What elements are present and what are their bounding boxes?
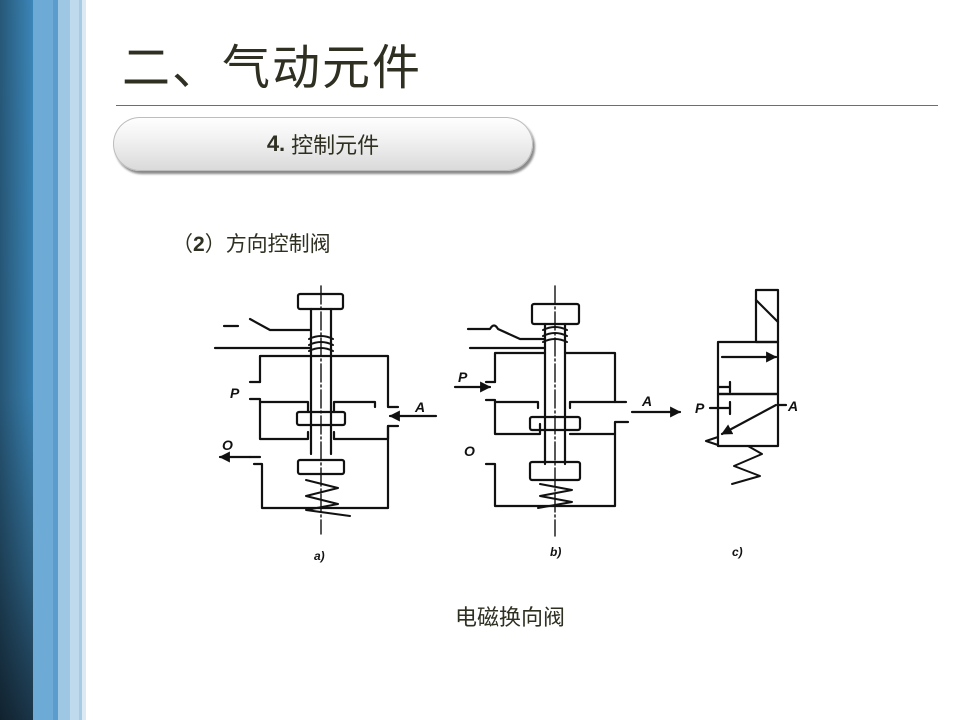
port-label-a: A bbox=[414, 399, 425, 415]
subheading: （2）方向控制阀 bbox=[172, 228, 331, 258]
panel-caption-b: b) bbox=[550, 545, 561, 559]
figure-caption: 电磁换向阀 bbox=[455, 606, 566, 631]
valve-diagram: P A O a) P A O b) bbox=[213, 285, 798, 563]
valve-panel-b: P A O b) bbox=[453, 285, 682, 559]
stripe-line bbox=[79, 0, 82, 720]
port-label-o: O bbox=[222, 437, 233, 453]
panel-caption-a: a) bbox=[314, 549, 325, 563]
subheading-paren-close: ） bbox=[204, 232, 226, 256]
valve-panel-a: P A O a) bbox=[213, 285, 438, 563]
subheading-number: 2 bbox=[193, 233, 205, 256]
port-label-o: O bbox=[464, 443, 475, 459]
port-label-a: A bbox=[787, 398, 798, 414]
title-divider bbox=[116, 105, 938, 106]
port-label-a: A bbox=[641, 393, 652, 409]
valve-panel-c: P A c) bbox=[695, 288, 798, 559]
section-label: 控制元件 bbox=[291, 134, 380, 159]
panel-caption-c: c) bbox=[732, 545, 743, 559]
stripe-light bbox=[58, 0, 70, 720]
section-pill-label: 4. 控制元件 bbox=[113, 117, 533, 171]
stripe-lighter bbox=[70, 0, 79, 720]
stripe-mid-2 bbox=[53, 0, 58, 720]
stripe-shade bbox=[0, 0, 33, 720]
port-label-p: P bbox=[230, 385, 240, 401]
stripe-mid bbox=[33, 0, 53, 720]
decorative-sidebar-stripes bbox=[0, 0, 86, 720]
subheading-paren-open: （ bbox=[172, 232, 193, 256]
subheading-text: 方向控制阀 bbox=[225, 232, 331, 256]
port-label-p: P bbox=[695, 400, 705, 416]
stripe-dark bbox=[0, 0, 33, 720]
section-number: 4. bbox=[266, 131, 286, 156]
slide-title: 二、气动元件 bbox=[122, 40, 423, 96]
port-label-p: P bbox=[458, 369, 468, 385]
stripe-palest bbox=[82, 0, 86, 720]
section-pill: 4. 控制元件 bbox=[113, 117, 533, 171]
